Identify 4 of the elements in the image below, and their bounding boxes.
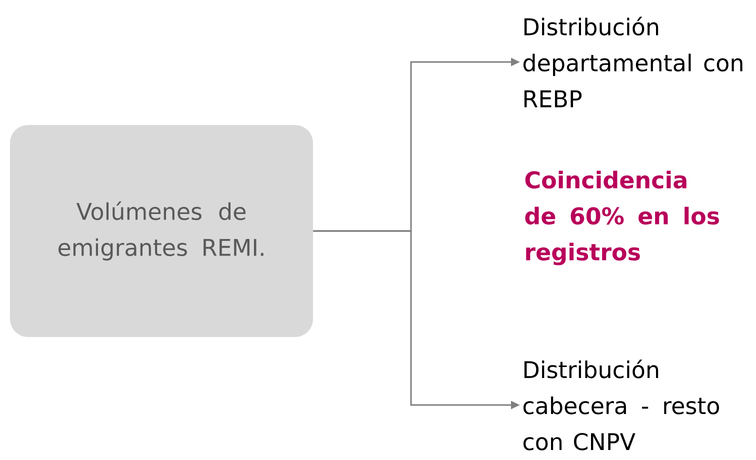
process-box: Volúmenes de emigrantes REMI.: [10, 125, 313, 337]
text-label: Distribución cabecera - resto con CNPV: [523, 360, 719, 450]
highlight-note: Coincidencia de 60% en los registros: [525, 170, 719, 266]
text-label: Distribución departamental con REBP: [523, 16, 742, 108]
